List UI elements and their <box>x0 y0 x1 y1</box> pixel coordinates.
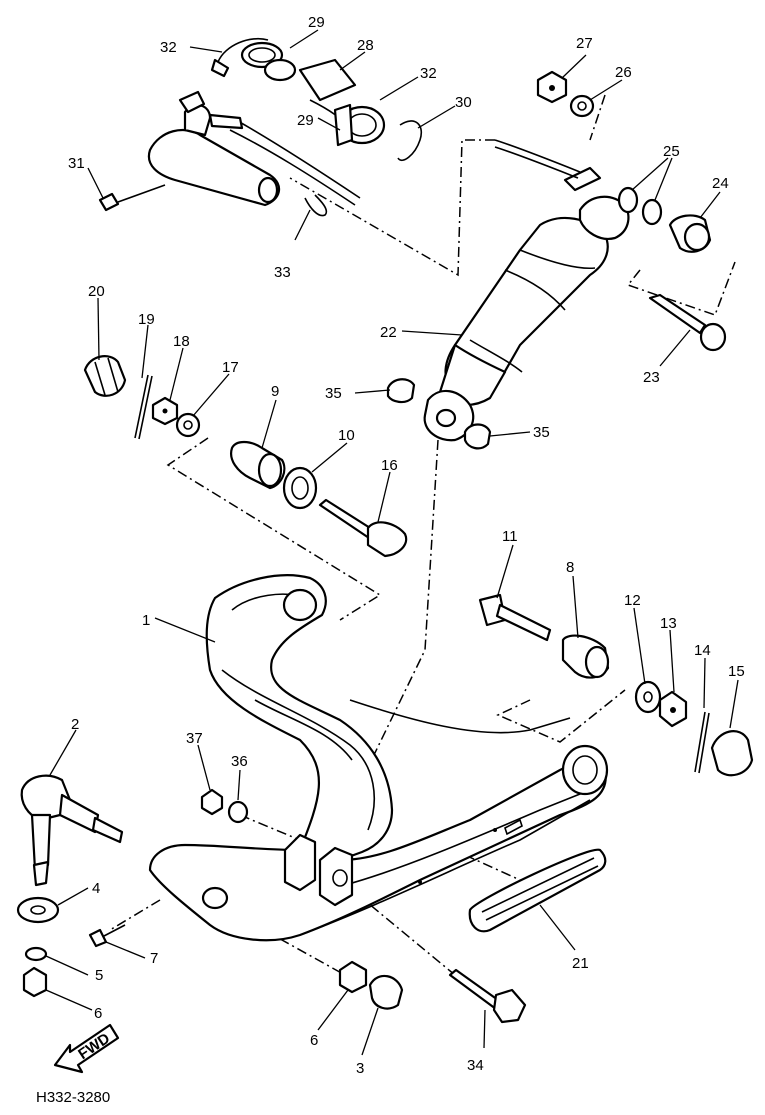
callout-1: 1 <box>142 612 150 629</box>
callout-15: 15 <box>728 663 745 680</box>
small-parts <box>16 70 754 1024</box>
callout-37: 37 <box>186 730 203 747</box>
callout-18: 18 <box>173 333 190 350</box>
callout-12: 12 <box>624 592 641 609</box>
callout-31: 31 <box>68 155 85 172</box>
callout-9: 9 <box>271 383 279 400</box>
callout-33: 33 <box>274 264 291 281</box>
callout-30: 30 <box>455 94 472 111</box>
rear-shock-absorber <box>423 139 630 442</box>
callout-6b: 6 <box>310 1032 318 1049</box>
callout-35a: 35 <box>325 385 342 402</box>
callout-16: 16 <box>381 457 398 474</box>
callout-25: 25 <box>663 143 680 160</box>
swing-arm <box>148 574 609 942</box>
callout-10: 10 <box>338 427 355 444</box>
callout-23: 23 <box>643 369 660 386</box>
callout-34: 34 <box>467 1057 484 1074</box>
callout-11: 11 <box>502 528 518 545</box>
forward-direction-arrow: FWD <box>53 1023 120 1074</box>
callout-6a: 6 <box>94 1005 102 1022</box>
callout-8: 8 <box>566 559 574 576</box>
reservoir-hose-assembly <box>98 38 422 217</box>
callout-7: 7 <box>150 950 158 967</box>
callout-4: 4 <box>92 880 100 897</box>
callout-5: 5 <box>95 967 103 984</box>
callout-14: 14 <box>694 642 711 659</box>
callout-27: 27 <box>576 35 593 52</box>
callout-32b: 32 <box>420 65 437 82</box>
callout-29b: 29 <box>297 112 314 129</box>
drawing-code: H332-3280 <box>36 1089 110 1106</box>
callout-35b: 35 <box>533 424 550 441</box>
callout-21: 21 <box>572 955 589 972</box>
callout-19: 19 <box>138 311 155 328</box>
callout-13: 13 <box>660 615 677 632</box>
callout-labels: 1 2 3 4 5 6 6 7 8 9 10 11 12 13 14 15 16… <box>68 14 745 1077</box>
callout-26: 26 <box>615 64 632 81</box>
callout-32a: 32 <box>160 39 177 56</box>
callout-3: 3 <box>356 1060 364 1077</box>
callout-2: 2 <box>71 716 79 733</box>
callout-28: 28 <box>357 37 374 54</box>
callout-24: 24 <box>712 175 729 192</box>
callout-17: 17 <box>222 359 239 376</box>
callout-29a: 29 <box>308 14 325 31</box>
callout-36: 36 <box>231 753 248 770</box>
callout-20: 20 <box>88 283 105 300</box>
leader-lines <box>45 29 739 1056</box>
callout-22: 22 <box>380 324 397 341</box>
